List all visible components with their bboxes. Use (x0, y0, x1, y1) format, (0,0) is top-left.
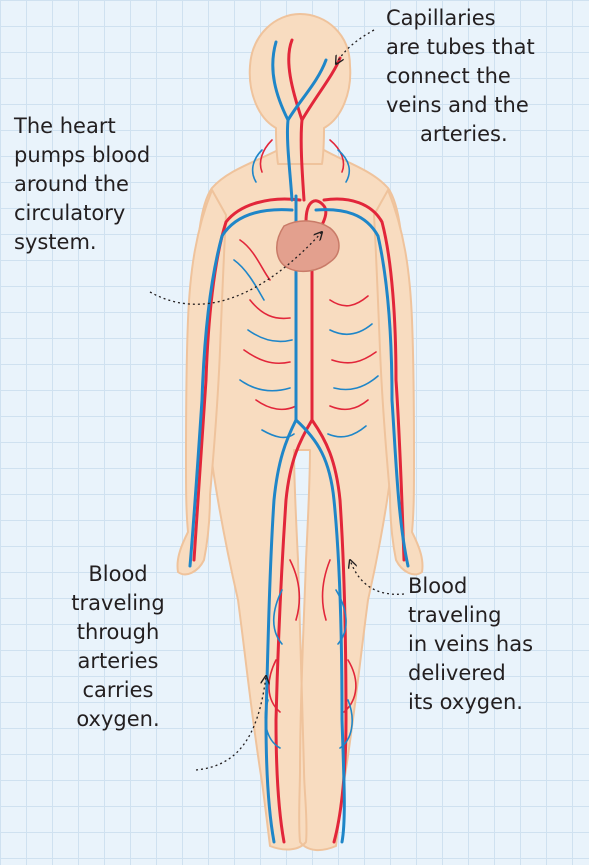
capillaries-label-line: connect the (386, 62, 535, 91)
arteries-label-line: carries (58, 676, 178, 705)
capillaries-label: Capillaries are tubes that connect the v… (386, 4, 535, 149)
arteries-label-line: traveling (58, 589, 178, 618)
arteries-label-line: oxygen. (58, 705, 178, 734)
capillaries-label-line: are tubes that (386, 33, 535, 62)
veins-label-line: in veins has (408, 630, 533, 659)
arteries-label-line: arteries (58, 647, 178, 676)
veins-label-line: Blood (408, 572, 533, 601)
heart-label-line: The heart (14, 112, 150, 141)
heart-label-line: pumps blood (14, 141, 150, 170)
veins-label-line: traveling (408, 601, 533, 630)
veins-label-line: delivered (408, 659, 533, 688)
heart-label: The heart pumps blood around the circula… (14, 112, 150, 257)
arteries-label: Blood traveling through arteries carries… (58, 560, 178, 734)
heart-label-line: system. (14, 228, 150, 257)
arteries-label-line: through (58, 618, 178, 647)
capillaries-label-line: arteries. (386, 120, 535, 149)
veins-label: Blood traveling in veins has delivered i… (408, 572, 533, 717)
heart-label-line: around the (14, 170, 150, 199)
capillaries-label-line: veins and the (386, 91, 535, 120)
heart-label-line: circulatory (14, 199, 150, 228)
veins-label-line: its oxygen. (408, 688, 533, 717)
arteries-label-line: Blood (58, 560, 178, 589)
capillaries-label-line: Capillaries (386, 4, 535, 33)
